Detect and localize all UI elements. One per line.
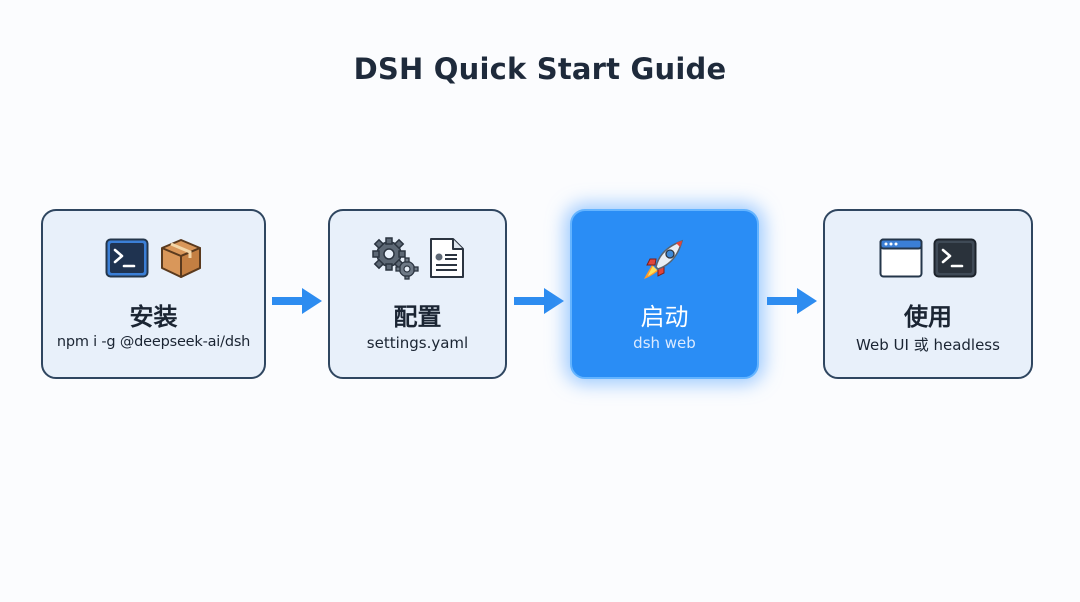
step-use: 使用 Web UI 或 headless <box>823 209 1033 379</box>
page-title: DSH Quick Start Guide <box>353 52 727 86</box>
step-label: 使用 <box>904 303 952 331</box>
step-filename: settings.yaml <box>366 334 469 352</box>
step-command: dsh web <box>633 334 696 352</box>
step-label: 启动 <box>640 303 689 331</box>
settings-document-icon <box>429 237 465 279</box>
arrow-right-icon <box>272 287 324 315</box>
terminal-icon <box>933 238 977 278</box>
step-icons <box>572 237 757 279</box>
step-icons <box>330 236 505 280</box>
package-box-icon <box>159 237 203 279</box>
rocket-icon <box>642 235 688 281</box>
step-command: npm i -g @deepseek-ai/dsh <box>56 334 251 350</box>
step-label: 配置 <box>393 303 442 331</box>
step-launch: 启动 dsh web <box>570 209 759 379</box>
step-icons <box>825 237 1031 279</box>
step-configure: 配置 settings.yaml <box>328 209 507 379</box>
step-install: 安装 npm i -g @deepseek-ai/dsh <box>41 209 266 379</box>
arrow-right-icon <box>514 287 566 315</box>
step-icons <box>43 237 264 279</box>
browser-window-icon <box>879 238 923 278</box>
gears-icon <box>371 236 419 280</box>
arrow-right-icon <box>767 287 819 315</box>
step-label: 安装 <box>129 303 178 331</box>
step-description: Web UI 或 headless <box>856 336 1000 354</box>
terminal-icon <box>105 238 149 278</box>
